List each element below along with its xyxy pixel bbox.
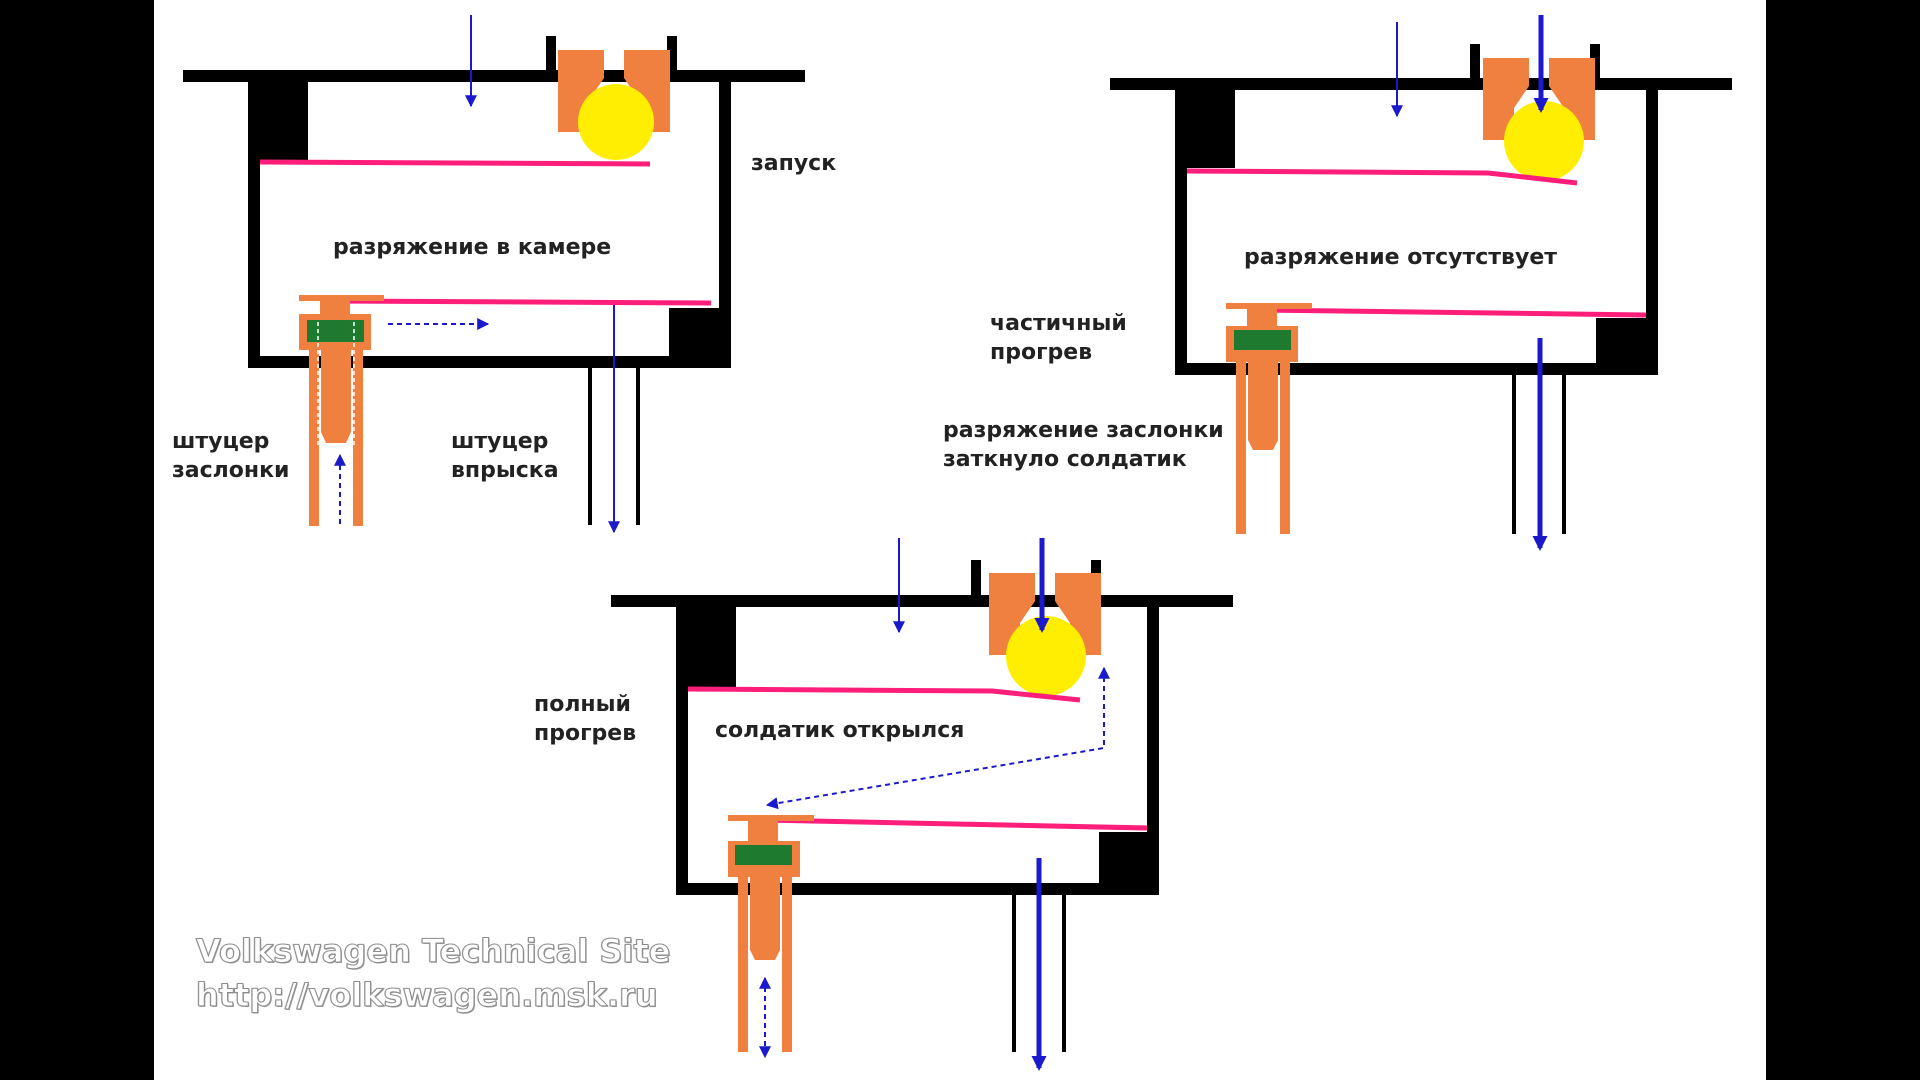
diagram-full-warmup xyxy=(611,538,1233,1071)
housing-bottom xyxy=(1175,363,1658,375)
diagram-start xyxy=(183,15,805,534)
lower-stop-block xyxy=(1596,318,1646,363)
label-start: запуск xyxy=(751,151,837,176)
label-damper-vacuum-2: заткнуло солдатик xyxy=(943,447,1187,472)
thermo-valve-neck xyxy=(320,300,350,314)
upper-membrane xyxy=(687,686,1081,703)
upper-stop-block xyxy=(688,607,736,687)
housing-left-wall xyxy=(1175,90,1187,375)
label-injection-fitting-1: штуцер xyxy=(451,429,549,454)
thermo-valve-seal xyxy=(307,320,364,342)
label-full-warmup-1: полный xyxy=(534,692,631,717)
housing-top-bar xyxy=(611,595,1233,607)
damper-pipe-wall xyxy=(309,350,319,526)
watermark-url: http://volkswagen.msk.ru xyxy=(196,976,659,1015)
top-nozzle-wall xyxy=(971,560,981,600)
top-nozzle-wall xyxy=(1470,44,1480,84)
upper-membrane xyxy=(259,159,651,167)
lower-membrane xyxy=(330,298,712,306)
check-ball xyxy=(1504,101,1584,181)
watermark-title: Volkswagen Technical Site xyxy=(195,932,671,971)
valve-seat-left xyxy=(989,573,1035,655)
label-partial-warmup-2: прогрев xyxy=(990,340,1093,365)
check-ball xyxy=(578,84,654,160)
label-vacuum-in-chamber: разряжение в камере xyxy=(333,235,612,260)
valve-seat-left xyxy=(1483,58,1529,140)
valve-diagrams xyxy=(183,15,1732,1071)
bypass-flow-arrow xyxy=(765,666,1110,810)
housing-top-bar xyxy=(1110,78,1732,90)
label-soldier-opened: солдатик открылся xyxy=(715,718,965,743)
thermo-valve-cap xyxy=(728,815,814,821)
label-damper-fitting-2: заслонки xyxy=(172,458,290,483)
label-damper-fitting-1: штуцер xyxy=(172,429,270,454)
label-injection-fitting-2: впрыска xyxy=(451,458,559,483)
housing-left-wall xyxy=(248,82,260,368)
top-nozzle-wall xyxy=(667,36,677,76)
thermo-valve-cap xyxy=(1226,303,1312,309)
valve-seat-right xyxy=(1055,573,1101,655)
thermo-valve-piston xyxy=(1248,362,1278,450)
housing-top-bar xyxy=(183,70,805,82)
damper-pipe-wall xyxy=(782,877,792,1052)
upper-membrane xyxy=(1186,168,1578,186)
thermo-valve xyxy=(299,295,384,526)
diagram-partial-warmup xyxy=(1110,15,1732,551)
thermo-valve-seal xyxy=(735,845,792,865)
thermo-valve-piston xyxy=(750,877,780,960)
lower-stop-block xyxy=(1099,832,1147,883)
thermo-valve xyxy=(1226,303,1312,534)
damper-pipe-wall xyxy=(353,350,363,526)
top-nozzle-wall xyxy=(546,36,556,76)
lower-membrane xyxy=(763,817,1148,831)
thermo-valve xyxy=(728,815,814,1052)
housing-right-wall xyxy=(1147,607,1159,895)
lower-stop-block xyxy=(669,308,719,356)
label-full-warmup-2: прогрев xyxy=(534,721,637,746)
thermo-valve-neck xyxy=(748,820,778,841)
housing-bottom xyxy=(676,883,1159,895)
thermo-valve-piston xyxy=(321,350,351,443)
valve-seat-left xyxy=(558,50,604,132)
valve-seat-right xyxy=(624,50,670,132)
label-partial-warmup-1: частичный xyxy=(990,311,1127,336)
upper-stop-block xyxy=(1187,90,1235,168)
housing-right-wall xyxy=(719,82,731,368)
thermo-valve-neck xyxy=(1247,308,1277,326)
label-damper-vacuum-1: разряжение заслонки xyxy=(943,418,1224,443)
housing-left-wall xyxy=(676,607,688,895)
damper-pipe-wall xyxy=(738,877,748,1052)
diagram-canvas: запуск разряжение в камере штуцер заслон… xyxy=(154,0,1766,1080)
check-ball xyxy=(1006,616,1086,696)
damper-pipe-wall xyxy=(1280,362,1290,534)
valve-seat-right xyxy=(1549,58,1595,140)
thermo-valve-cap xyxy=(299,295,384,301)
damper-pipe-wall xyxy=(1236,362,1246,534)
lower-membrane xyxy=(1263,307,1647,318)
thermo-valve-seal xyxy=(1234,330,1291,350)
upper-stop-block xyxy=(260,82,308,162)
label-vacuum-absent: разряжение отсутствует xyxy=(1244,245,1557,270)
housing-bottom xyxy=(248,356,731,368)
housing-right-wall xyxy=(1646,90,1658,375)
